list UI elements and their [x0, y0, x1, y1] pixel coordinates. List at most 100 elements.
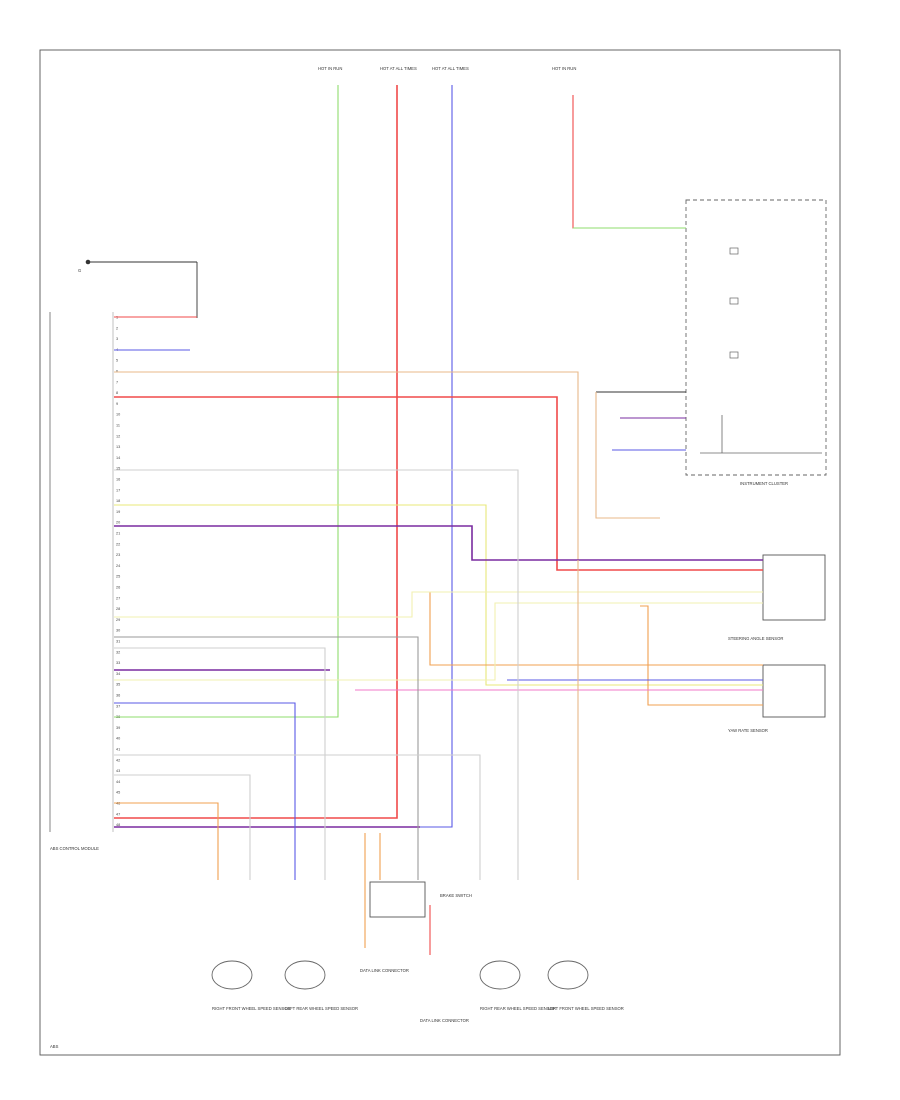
pin-number: 23 [116, 553, 120, 557]
wheel-sensor-body [547, 960, 589, 990]
data-link-label-2: DATA LINK CONNECTOR [420, 1018, 469, 1023]
footer-label: ABS [50, 1044, 59, 1049]
instrument-cluster-box [685, 199, 827, 476]
wheel-sensor-rr: RIGHT REAR WHEEL SPEED SENSOR [479, 960, 556, 1011]
wheel-sensor-lr: LEFT REAR WHEEL SPEED SENSOR [284, 960, 358, 1011]
yaw-sensor-box [762, 664, 826, 718]
data-link-label-1: DATA LINK CONNECTOR [360, 968, 409, 973]
pin-number: 47 [116, 812, 120, 816]
fuse-label-3: HOT AT ALL TIMES [432, 66, 469, 71]
wire-white-4 [114, 647, 326, 880]
pin-number: 8 [116, 391, 118, 395]
fuse-label-1: HOT IN RUN [318, 66, 342, 71]
wire-light-yellow-2 [114, 602, 763, 681]
wire-orange [114, 802, 219, 880]
fuse-label-4: HOT IN RUN [552, 66, 576, 71]
wire-red-right [572, 95, 686, 229]
yaw-sensor-label: YAW RATE SENSOR [728, 728, 768, 733]
pin-number: 5 [116, 359, 118, 363]
wire-orange-2 [640, 605, 763, 706]
pin-number: 25 [116, 575, 120, 579]
steering-sensor-label: STEERING ANGLE SENSOR [728, 636, 783, 641]
wire-blue [114, 85, 453, 828]
ground-top: G [78, 259, 198, 318]
pin-number: 16 [116, 478, 120, 482]
wire-gray [114, 636, 419, 880]
cluster-internals [700, 247, 822, 454]
pin-number: 18 [116, 499, 120, 503]
pin-number: 11 [116, 424, 120, 428]
wheel-sensor-label: RIGHT REAR WHEEL SPEED SENSOR [480, 1006, 556, 1011]
pin-number: 9 [116, 402, 118, 406]
steering-sensor-box [762, 554, 826, 621]
pin-number: 2 [116, 326, 118, 330]
pin-number: 31 [116, 640, 120, 644]
pin-number: 43 [116, 769, 120, 773]
abs-module-pins: 1234567891011121314151617181920212223242… [116, 316, 120, 828]
pin-number: 26 [116, 586, 120, 590]
wheel-sensor-body [284, 960, 326, 990]
pin-number: 39 [116, 726, 120, 730]
pin-number: 29 [116, 618, 120, 622]
pin-number: 40 [116, 737, 120, 741]
wheel-sensor-lf: LEFT FRONT WHEEL SPEED SENSOR [547, 960, 624, 1011]
pin-number: 34 [116, 672, 120, 676]
pin-number: 35 [116, 683, 120, 687]
pin-number: 30 [116, 629, 120, 633]
module-label: ABS CONTROL MODULE [50, 846, 99, 851]
ground-label: G [78, 268, 81, 273]
wire-light-yellow [114, 591, 763, 618]
pin-number: 28 [116, 607, 120, 611]
brake-switch-label: BRAKE SWITCH [440, 893, 472, 898]
wheel-sensor-rf: RIGHT FRONT WHEEL SPEED SENSOR [211, 960, 291, 1011]
top-labels: HOT IN RUN HOT AT ALL TIMES HOT AT ALL T… [318, 66, 576, 71]
wheel-sensor-body [211, 960, 253, 990]
pin-number: 20 [116, 521, 120, 525]
pin-number: 33 [116, 661, 120, 665]
pin-number: 45 [116, 791, 120, 795]
wires [114, 85, 763, 955]
wire-white-2 [114, 774, 251, 880]
wheel-sensor-body [479, 960, 521, 990]
instrument-cluster-label: INSTRUMENT CLUSTER [740, 481, 788, 486]
pin-number: 15 [116, 467, 120, 471]
wire-purple-mid [114, 525, 763, 561]
pin-number: 12 [116, 434, 120, 438]
pin-number: 7 [116, 380, 118, 384]
pin-number: 10 [116, 413, 120, 417]
pin-number: 37 [116, 704, 120, 708]
pin-number: 21 [116, 532, 120, 536]
pin-number: 41 [116, 748, 120, 752]
wheel-sensor-label: RIGHT FRONT WHEEL SPEED SENSOR [212, 1006, 291, 1011]
diagram-frame [39, 49, 841, 1056]
fuse-label-2: HOT AT ALL TIMES [380, 66, 417, 71]
wire-orange-right [429, 592, 763, 666]
wire-white-1 [114, 469, 519, 880]
wire-cluster-4 [595, 392, 660, 519]
pin-number: 44 [116, 780, 120, 784]
pin-number: 13 [116, 445, 120, 449]
wire-white-3 [114, 754, 481, 880]
wire-yellow [114, 504, 763, 686]
wire-green [114, 85, 339, 718]
wire-red-2 [114, 396, 763, 571]
pin-number: 3 [116, 337, 118, 341]
pin-number: 22 [116, 542, 120, 546]
wire-blue-lr [114, 702, 296, 880]
pin-number: 36 [116, 694, 120, 698]
wire-tan [114, 371, 763, 561]
brake-switch-box [369, 881, 426, 918]
pin-number: 17 [116, 488, 120, 492]
pin-number: 42 [116, 758, 120, 762]
wheel-sensor-label: LEFT REAR WHEEL SPEED SENSOR [285, 1006, 358, 1011]
pin-number: 24 [116, 564, 120, 568]
pin-number: 19 [116, 510, 120, 514]
pin-number: 14 [116, 456, 120, 460]
pin-number: 32 [116, 650, 120, 654]
pin-number: 48 [116, 823, 120, 827]
pin-number: 27 [116, 596, 120, 600]
wheel-sensor-label: LEFT FRONT WHEEL SPEED SENSOR [548, 1006, 624, 1011]
wire-red [114, 85, 398, 819]
